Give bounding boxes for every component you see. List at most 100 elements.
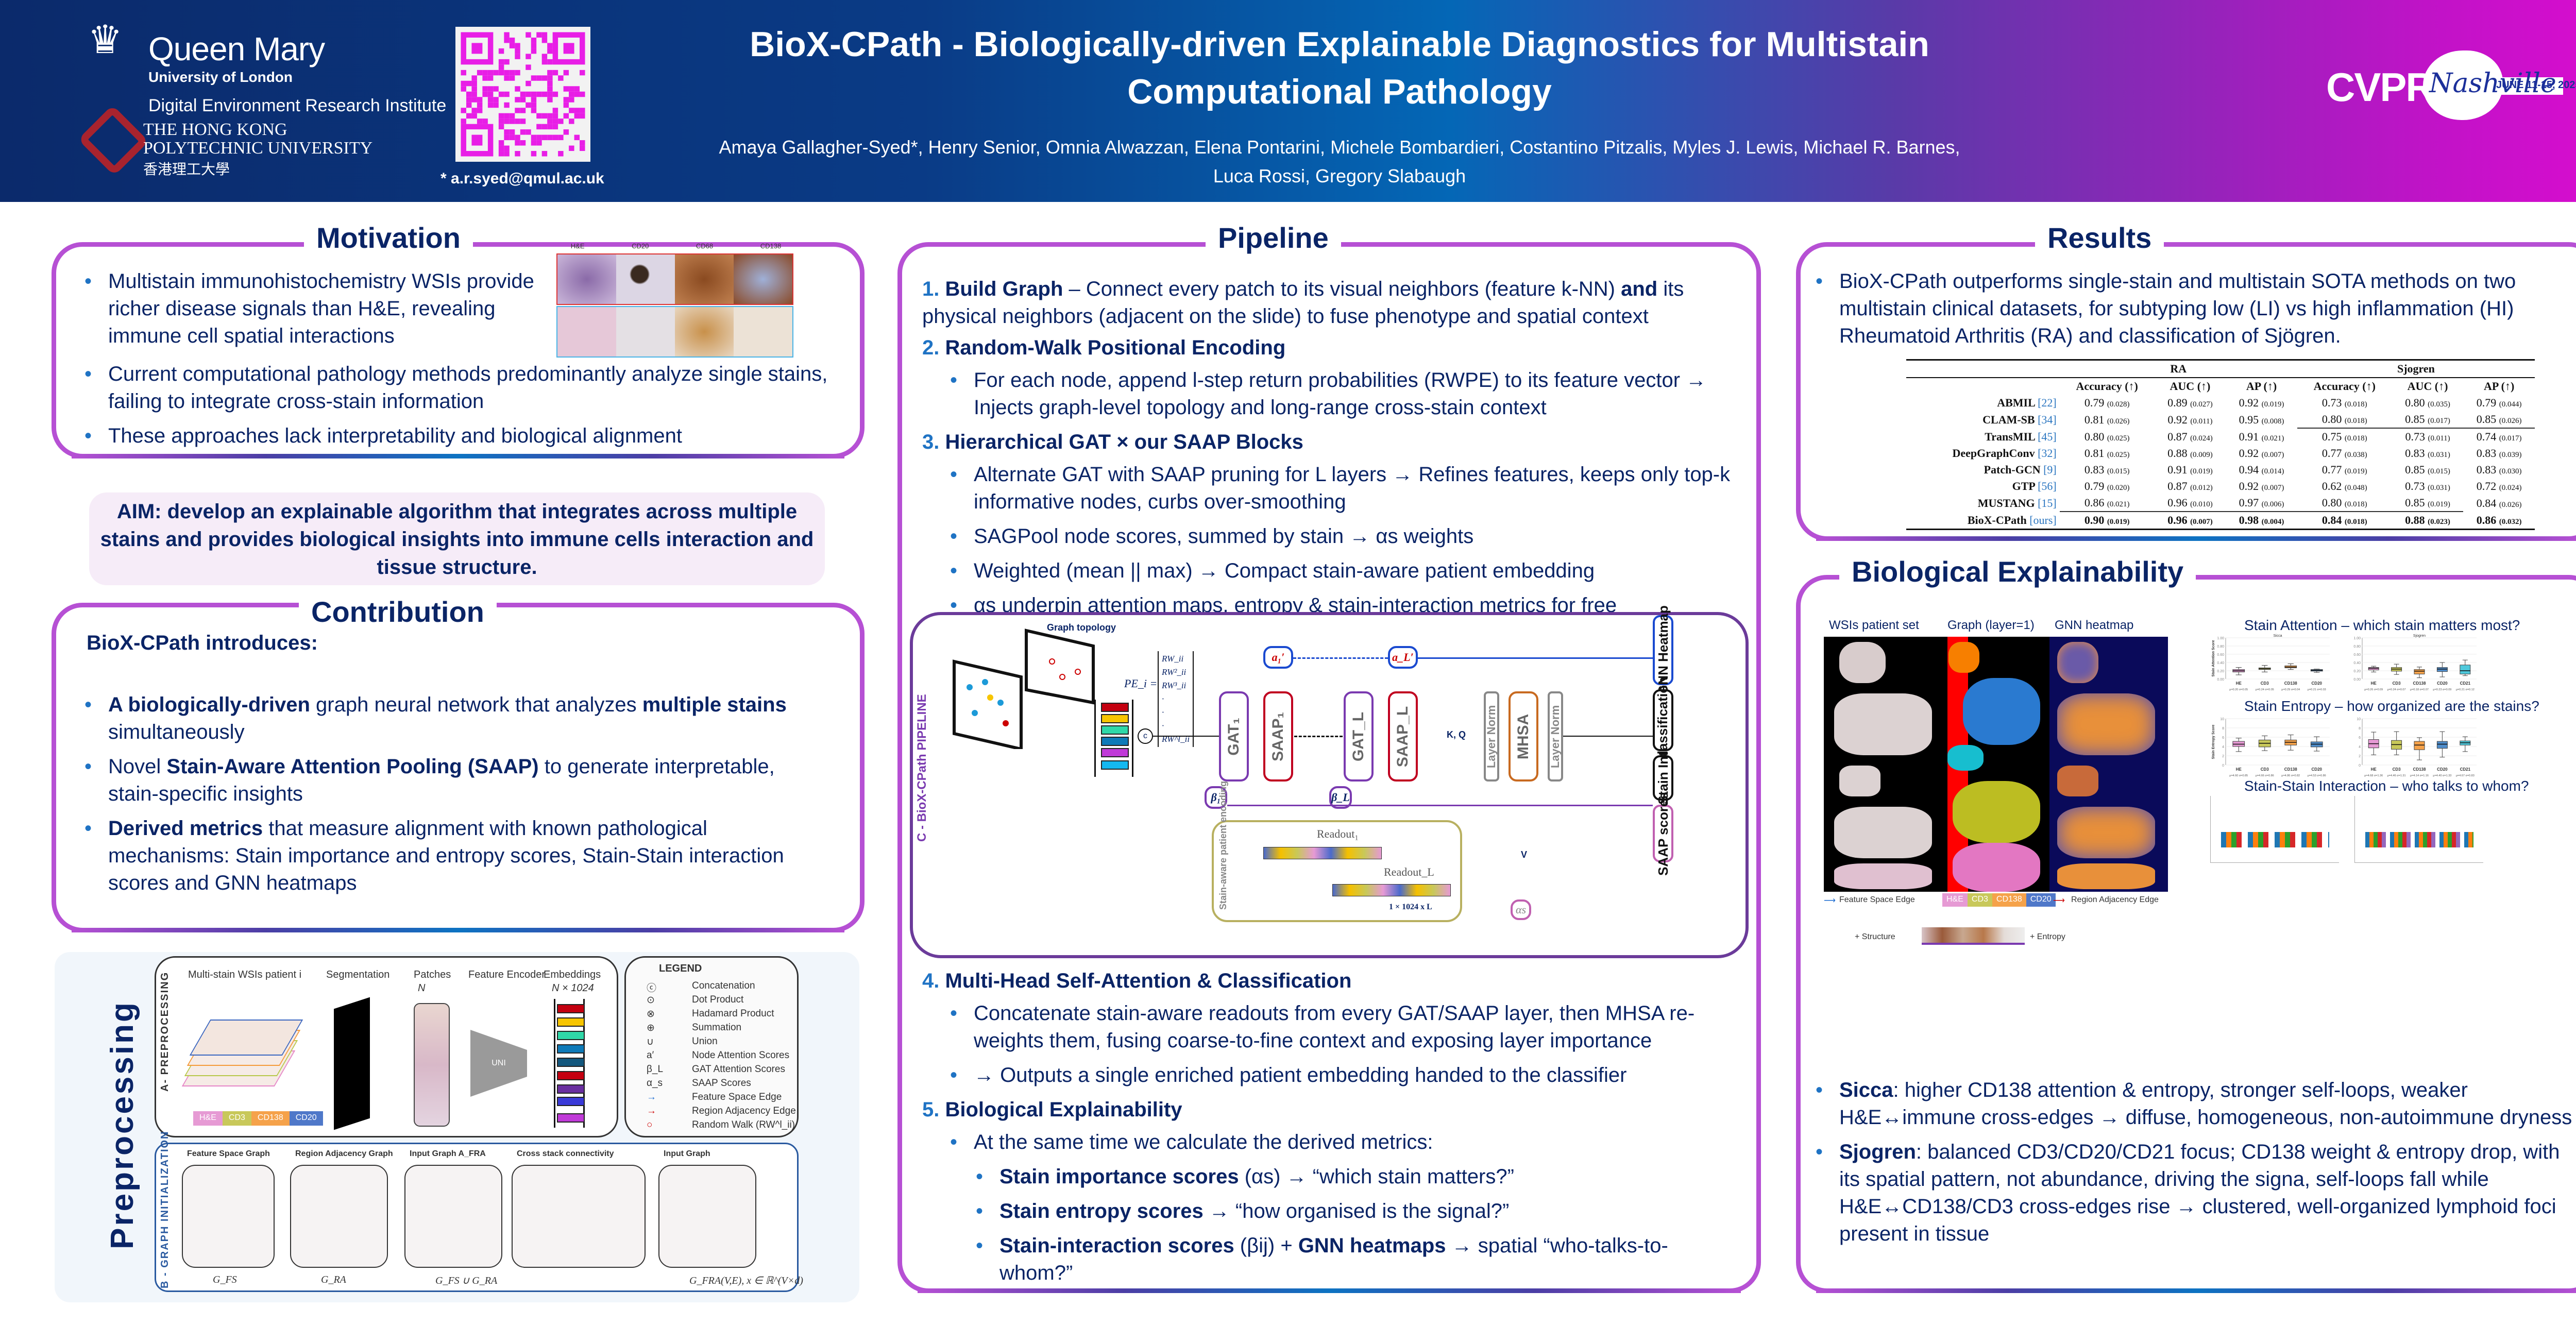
x-tick-label: CD3 xyxy=(2261,767,2269,772)
method-ref[interactable]: [45] xyxy=(2038,430,2057,443)
gatL-block[interactable]: GAT_L xyxy=(1344,691,1374,782)
polyu-line1: THE HONG KONG xyxy=(143,120,287,139)
cb3-bold1: Derived metrics xyxy=(108,817,263,840)
embeddings-column xyxy=(554,999,585,1128)
output-gnn-heatmap[interactable]: GNN Heatmap xyxy=(1653,605,1673,695)
cell-std: (0.038) xyxy=(2344,451,2367,459)
cell-std: (0.028) xyxy=(2107,400,2130,409)
y-tick-label: 0.20 xyxy=(2353,670,2361,673)
motivation-bullets-top: Multistain immunohistochemistry WSIs pro… xyxy=(82,268,546,357)
table-cell: 0.75 (0.018) xyxy=(2297,428,2392,445)
bio-bold: Sicca xyxy=(1839,1079,1893,1101)
poster-title: BioX-CPath - Biologically-driven Explain… xyxy=(644,21,2035,115)
contact-email[interactable]: * a.r.syed@qmul.ac.uk xyxy=(440,170,604,187)
cell-std: (0.007) xyxy=(2190,518,2213,526)
table-row: TransMIL [45]0.80 (0.025)0.87 (0.024)0.9… xyxy=(1906,428,2535,445)
cell-value: 0.80 xyxy=(2405,396,2425,409)
group-sjogren: Sjogren xyxy=(2397,362,2435,375)
mhsa-block[interactable]: MHSA xyxy=(1509,691,1538,782)
y-tick-label: 4 xyxy=(2222,745,2224,749)
alpha-s-score[interactable]: αs xyxy=(1511,899,1531,920)
output-stain-int[interactable]: Stain Int xyxy=(1653,752,1673,804)
y-axis-label: Stain Attention Score xyxy=(2212,640,2215,676)
method-label: MUSTANG xyxy=(1977,496,2035,509)
legend-symbol: α_s xyxy=(647,1078,663,1089)
graph-panel-title: Feature Space Graph xyxy=(187,1149,270,1158)
stain-cd68: CD68 xyxy=(696,242,714,250)
stain-thumbnails xyxy=(1922,927,2025,945)
contribution-title: Contribution xyxy=(299,597,497,627)
beta1-label: β₁ xyxy=(1211,791,1221,804)
x-tick-label: CD138 xyxy=(2284,681,2297,686)
method-ref[interactable]: [32] xyxy=(2038,447,2057,460)
method-ref[interactable]: [22] xyxy=(2038,396,2057,409)
table-cell: 0.91 (0.021) xyxy=(2226,428,2297,445)
stain-int-line xyxy=(1227,805,1653,806)
method-ref[interactable]: [15] xyxy=(2038,496,2057,509)
high-inflammatory-row xyxy=(556,253,793,305)
cell-std: (0.030) xyxy=(2499,467,2522,475)
step-num: 1. xyxy=(922,278,940,300)
table-cell: 0.85 (0.015) xyxy=(2392,462,2464,478)
layer-norm-2[interactable]: Layer Norm xyxy=(1548,691,1563,782)
cell-std: (0.012) xyxy=(2190,484,2213,492)
saap1-block[interactable]: SAAP₁ xyxy=(1263,691,1293,782)
table-cell: 0.92 (0.019) xyxy=(2226,395,2297,411)
table-cell: 0.85 (0.019) xyxy=(2392,495,2464,512)
cell-value: 0.75 xyxy=(2321,430,2342,443)
a1-score[interactable]: a₁′ xyxy=(1263,646,1293,669)
table-cell: 0.83 (0.030) xyxy=(2463,462,2535,478)
mhsa-label: MHSA xyxy=(1515,714,1532,759)
cell-value: 0.91 xyxy=(2239,430,2259,443)
emb xyxy=(557,1031,585,1040)
y-tick-label: 0.80 xyxy=(2353,645,2361,649)
table-row: Patch-GCN [9]0.83 (0.015)0.91 (0.019)0.9… xyxy=(1906,462,2535,478)
cell-value: 0.73 xyxy=(2405,480,2425,492)
gatL-label: GAT_L xyxy=(1350,711,1367,761)
interaction-charts xyxy=(2210,796,2488,868)
output-classification[interactable]: Classification xyxy=(1653,676,1673,764)
graph-panel xyxy=(404,1165,502,1268)
heatmap-column xyxy=(2049,637,2168,892)
qr-code[interactable] xyxy=(455,27,590,162)
box-cd138 xyxy=(2414,669,2425,674)
method-ref[interactable]: [ours] xyxy=(2029,513,2057,526)
motivation-bullet-3: These approaches lack interpretability a… xyxy=(82,422,835,450)
method-ref[interactable]: [56] xyxy=(2038,480,2057,492)
graph-column xyxy=(1942,637,2049,892)
table-cell: 0.87 (0.024) xyxy=(2155,428,2226,445)
cell-std: (0.007) xyxy=(2261,484,2284,492)
method-ref[interactable]: [9] xyxy=(2043,463,2057,476)
saapL-block[interactable]: SAAP_L xyxy=(1388,691,1418,782)
output-saap-scores[interactable]: SAAP scores xyxy=(1653,792,1673,875)
emb xyxy=(557,1004,585,1013)
patch-stack xyxy=(414,1003,450,1127)
layer-norm-1[interactable]: Layer Norm xyxy=(1484,691,1499,782)
beta1-score[interactable]: β₁ xyxy=(1205,786,1227,809)
stat-label: μ=0.21 σ=0.03 xyxy=(2308,688,2326,691)
section-a-label: A- PREPROCESSING xyxy=(159,971,171,1092)
emb xyxy=(1101,748,1129,757)
step-4-output-text: → Outputs a single enriched patient embe… xyxy=(974,1064,1627,1086)
emb xyxy=(1101,703,1129,712)
legend-label: GAT Attention Scores xyxy=(692,1064,785,1075)
rw-entry: RW²_ii xyxy=(1162,667,1187,677)
aL-score[interactable]: a_L′ xyxy=(1388,646,1418,669)
cell-value: 0.87 xyxy=(2167,480,2188,492)
x-tick-label: CD138 xyxy=(2413,767,2426,772)
gat1-block[interactable]: GAT₁ xyxy=(1219,691,1249,782)
graph-panel-title: Input Graph A_FRA xyxy=(410,1149,486,1158)
polyu-line2: POLYTECHNIC UNIVERSITY xyxy=(143,139,373,158)
a1-label: a₁′ xyxy=(1272,651,1285,664)
cell-std: (0.024) xyxy=(2190,434,2213,443)
cell-value: 0.79 xyxy=(2084,480,2105,492)
table-cell: 0.83 (0.015) xyxy=(2060,462,2155,478)
method-ref[interactable]: [34] xyxy=(2038,413,2057,426)
cell-std: (0.018) xyxy=(2344,400,2367,409)
qm-institute: Digital Environment Research Institute xyxy=(148,96,447,115)
method-name: CLAM-SB [34] xyxy=(1906,411,2060,428)
graph-panel-title: Input Graph xyxy=(664,1149,710,1158)
table-cell: 0.84 (0.018) xyxy=(2297,512,2392,530)
table-cell: 0.94 (0.014) xyxy=(2226,462,2297,478)
